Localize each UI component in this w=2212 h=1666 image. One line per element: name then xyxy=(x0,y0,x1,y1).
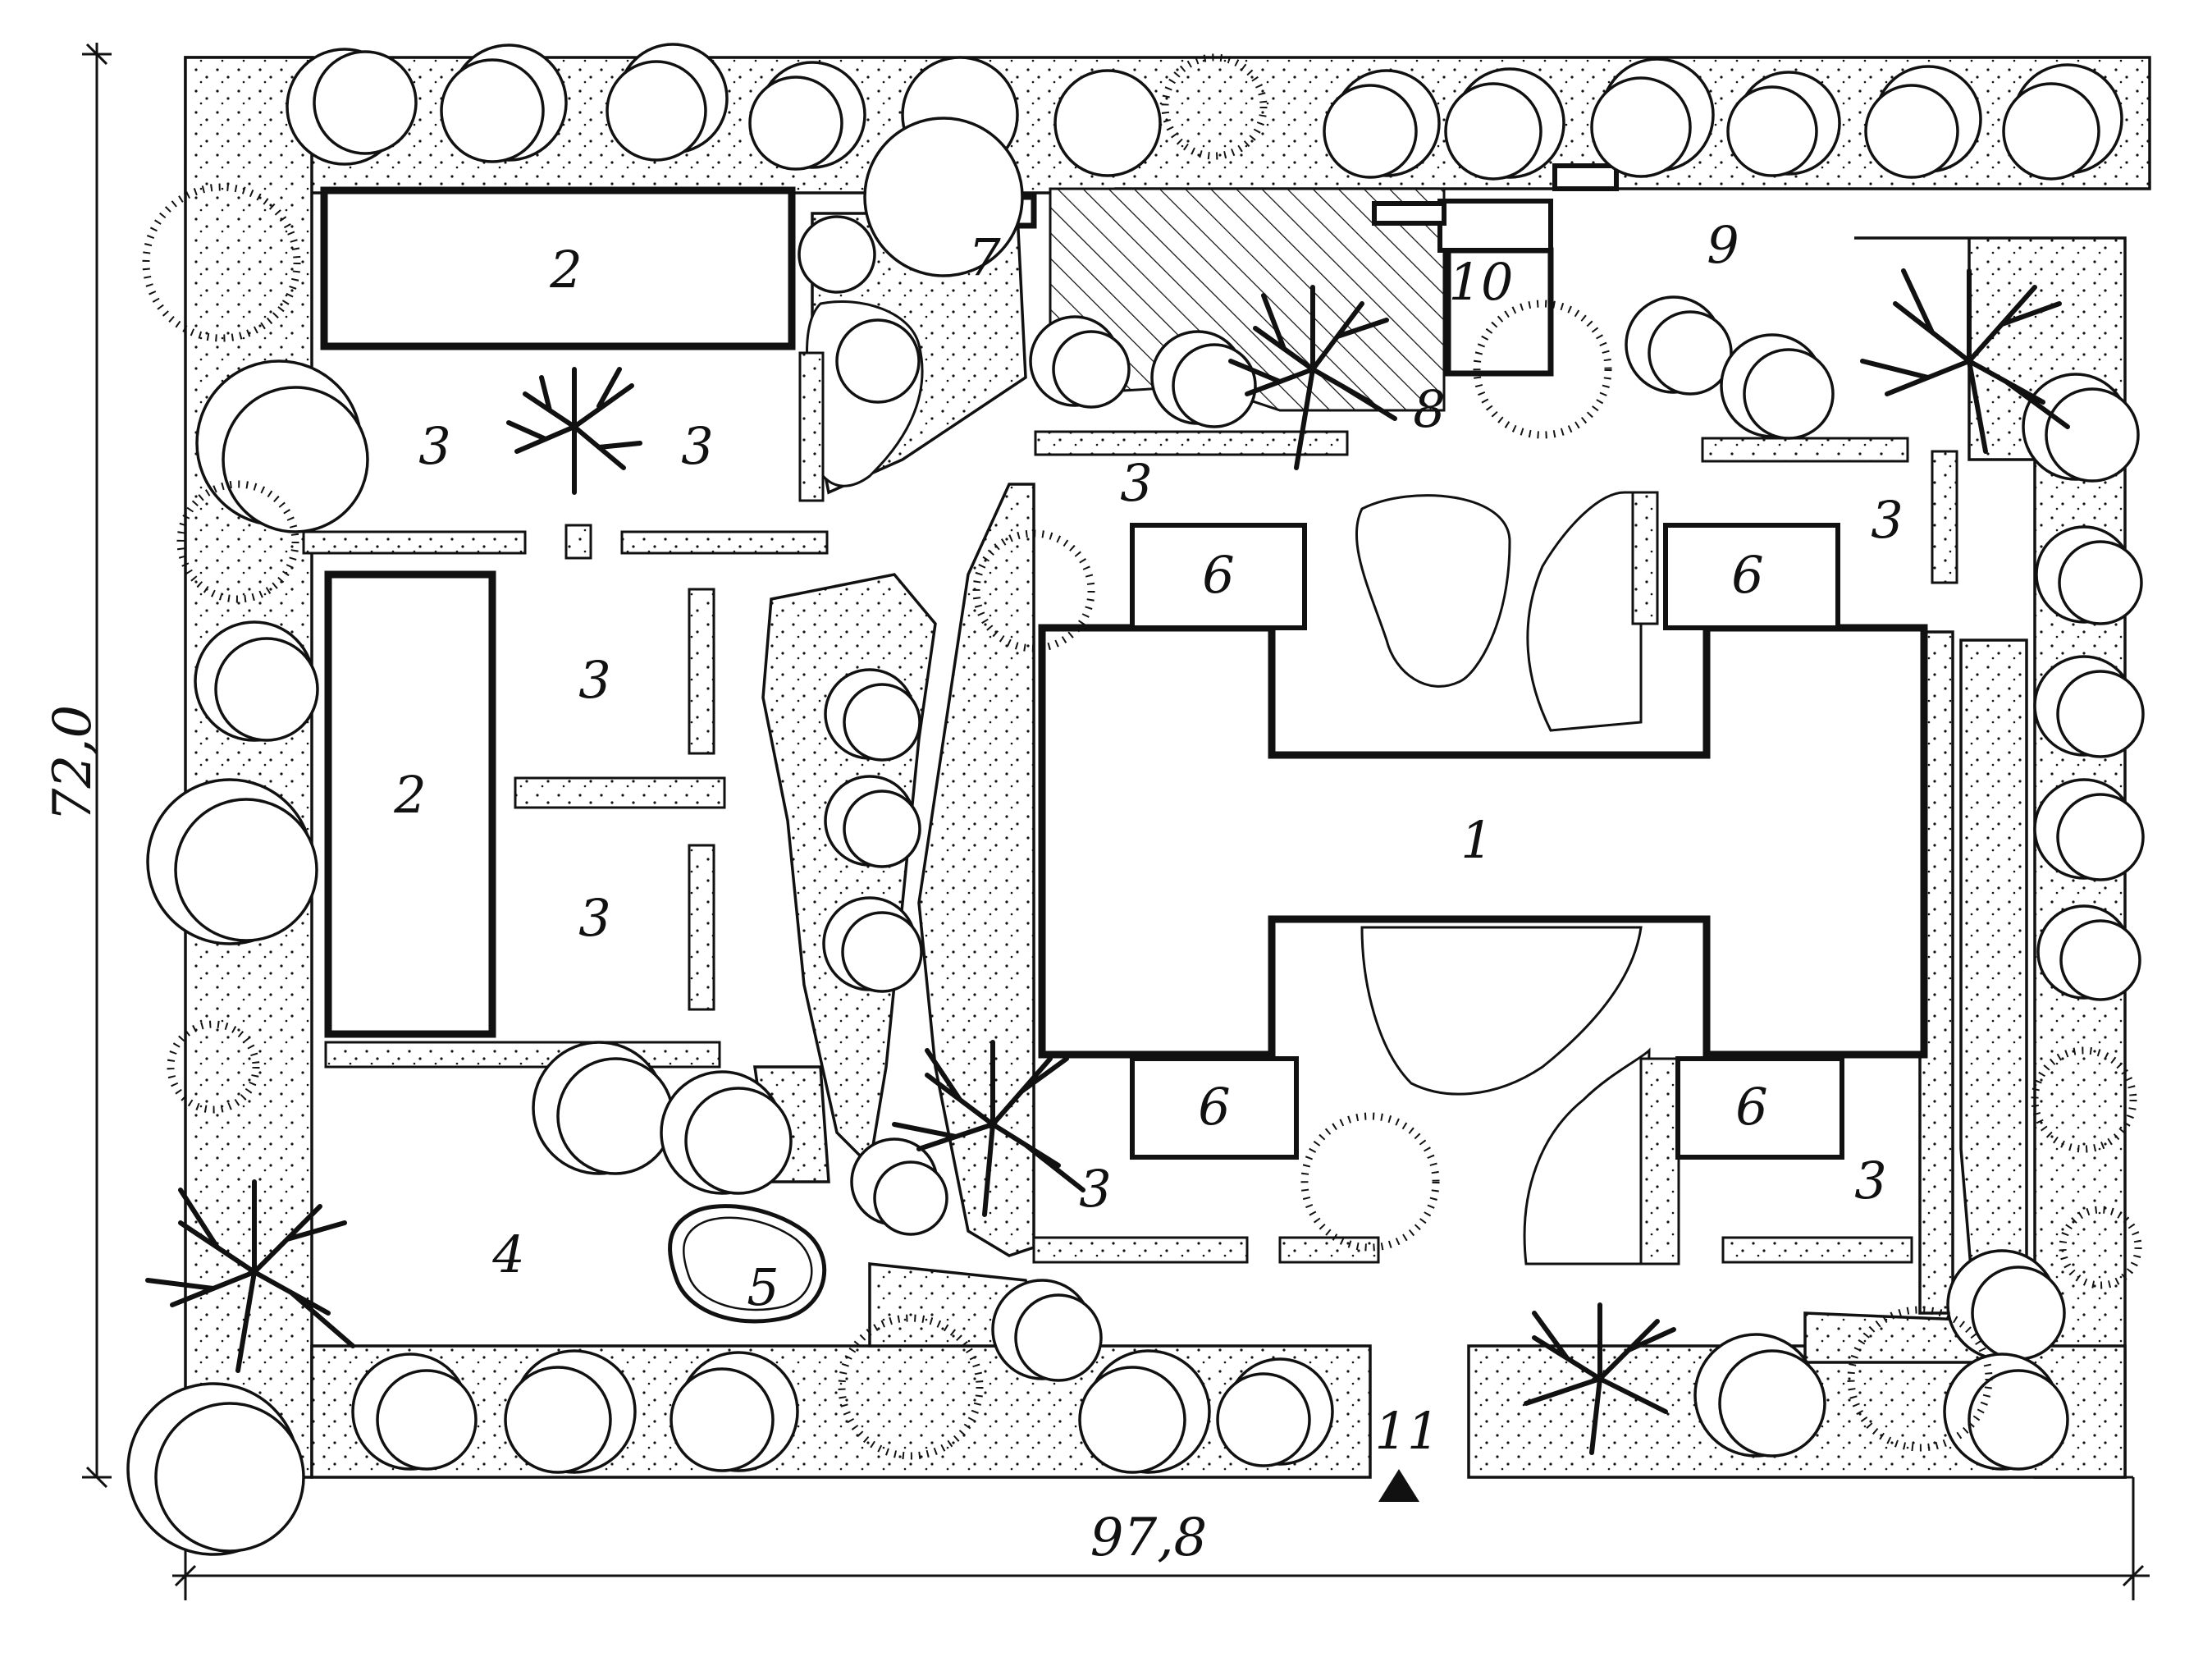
pond xyxy=(668,1204,827,1324)
label-service-entrance: 9 xyxy=(1707,215,1739,275)
school-building xyxy=(1038,624,1928,1059)
label-garage: 10 xyxy=(1449,252,1514,312)
pond-inner xyxy=(683,1216,813,1311)
label-sports-ground-g: 3 xyxy=(1079,1159,1111,1219)
label-sports-ground-f: 3 xyxy=(1871,490,1903,550)
terrace-bottom-right xyxy=(1675,1056,1844,1160)
gate-block-left xyxy=(1372,201,1446,226)
label-sports-ground-d: 3 xyxy=(578,888,610,948)
label-terrace-top-right: 6 xyxy=(1731,545,1763,605)
label-terrace-bottom-left: 6 xyxy=(1198,1077,1230,1137)
deciduous-trees xyxy=(145,268,2070,1455)
label-pond: 5 xyxy=(747,1257,779,1317)
gate-block-right xyxy=(1552,163,1619,191)
label-sports-ground-a: 3 xyxy=(418,416,450,476)
outbuilding-left xyxy=(324,570,496,1038)
terrace-top-right xyxy=(1663,523,1840,630)
garage-annex xyxy=(1437,199,1553,253)
label-outbuilding-top: 2 xyxy=(549,240,582,300)
label-sports-ground-b: 3 xyxy=(681,416,713,476)
dimension-height: 72,0 xyxy=(43,705,103,822)
trees xyxy=(126,43,2145,1556)
label-outbuilding-left: 2 xyxy=(393,765,426,825)
terrace-bottom-left xyxy=(1130,1056,1299,1160)
label-sports-ground-h: 3 xyxy=(1854,1151,1886,1211)
dimension-width: 97,8 xyxy=(1090,1508,1208,1568)
sports-ground-hedges xyxy=(302,351,1958,1266)
label-utility-yard: 8 xyxy=(1413,379,1445,439)
label-terrace-bottom-right: 6 xyxy=(1735,1077,1767,1137)
label-sports-ground-e: 3 xyxy=(1120,453,1152,513)
terrace-top-left xyxy=(1130,523,1307,630)
label-play-area: 4 xyxy=(491,1224,524,1284)
main-entrance-marker xyxy=(1378,1469,1419,1502)
shrubs xyxy=(142,53,2142,1460)
plan-labels: 1 2 2 3 3 3 3 3 3 3 3 4 5 6 6 6 6 7 8 9 … xyxy=(393,215,1903,1461)
label-shed: 7 xyxy=(968,227,1001,287)
label-main-entrance: 11 xyxy=(1375,1401,1440,1461)
label-terrace-top-left: 6 xyxy=(1202,545,1234,605)
outbuilding-top xyxy=(320,186,796,350)
label-sports-ground-c: 3 xyxy=(578,650,610,710)
label-school-building: 1 xyxy=(1460,810,1492,870)
